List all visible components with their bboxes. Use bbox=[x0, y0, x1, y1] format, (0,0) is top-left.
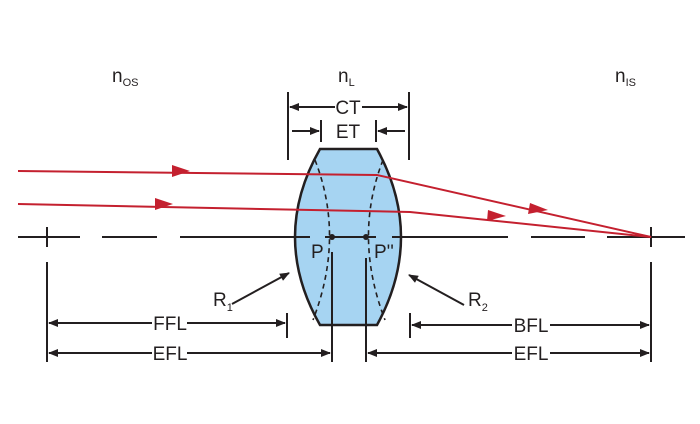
label-n-is: nIS bbox=[615, 66, 636, 89]
label-bfl: BFL bbox=[514, 316, 549, 337]
label-ct: CT bbox=[335, 98, 361, 119]
label-efl-front: EFL bbox=[153, 344, 188, 365]
principal-plane-back-curve bbox=[367, 159, 386, 321]
label-et: ET bbox=[336, 122, 361, 143]
label-r1: R1 bbox=[213, 290, 233, 314]
label-n-l: nL bbox=[338, 66, 355, 89]
label-r2: R2 bbox=[468, 290, 488, 314]
label-n-os: nOS bbox=[112, 66, 138, 89]
principal-point-front bbox=[329, 234, 335, 240]
principal-point-back bbox=[363, 234, 369, 240]
label-p-double-prime: P'' bbox=[374, 242, 394, 263]
label-efl-back: EFL bbox=[514, 344, 549, 365]
label-ffl: FFL bbox=[153, 314, 187, 335]
principal-plane-front-curve bbox=[312, 159, 331, 321]
dimension-lines bbox=[46, 92, 652, 362]
rays bbox=[17, 170, 652, 238]
ray-arrows bbox=[155, 165, 548, 221]
label-p: P bbox=[311, 242, 324, 263]
